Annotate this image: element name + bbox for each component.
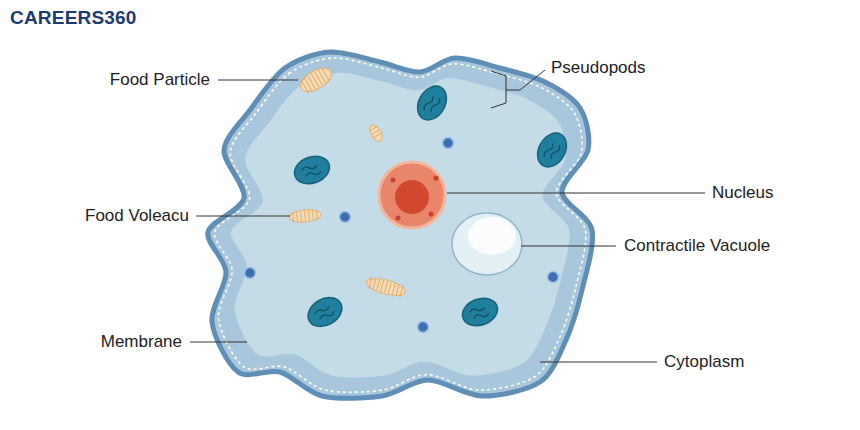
part-label: Nucleus [712, 183, 773, 203]
granule [418, 322, 429, 333]
leader-line [196, 216, 290, 217]
mitochondrion [291, 152, 334, 189]
part-label: Cytoplasm [664, 352, 744, 372]
nucleus [379, 162, 445, 228]
part-label: Membrane [101, 332, 182, 352]
leader-lines [190, 70, 705, 362]
mitochondrion [532, 128, 573, 172]
amoeba-cell [208, 52, 593, 398]
food-vacuole [365, 275, 407, 299]
leader-line [190, 342, 247, 343]
chromatin-dot [391, 178, 396, 183]
part-label: Pseudopods [551, 58, 646, 78]
food-vacuole [367, 123, 385, 144]
chromatin-dot [434, 176, 439, 181]
part-label: Food Particle [110, 70, 210, 90]
membrane-dashes [214, 58, 585, 392]
food-particle [297, 64, 335, 97]
logo: CAREERS360 [10, 8, 137, 28]
mitochondrion [303, 292, 347, 333]
granule [443, 138, 454, 149]
food-vacuole [289, 209, 322, 224]
cytoplasm [231, 73, 570, 378]
granule [548, 272, 559, 283]
part-label: Contractile Vacuole [624, 236, 770, 256]
leader-line [521, 246, 616, 247]
chromatin-dot [396, 216, 401, 221]
leader-line [218, 80, 298, 81]
membrane-outline [208, 52, 593, 398]
granule [245, 268, 256, 279]
leader-line [447, 193, 705, 194]
leader-line [540, 362, 657, 363]
chromatin-dot [429, 212, 434, 217]
granule [340, 212, 351, 223]
nucleolus [395, 180, 429, 214]
leader-line [520, 70, 545, 90]
part-label: Food Voleacu [85, 206, 189, 226]
mitochondrion [459, 294, 502, 331]
mitochondrion [412, 81, 453, 125]
vacuole-highlight [468, 217, 516, 255]
bracket [491, 71, 520, 108]
contractile-vacuole [452, 213, 522, 275]
